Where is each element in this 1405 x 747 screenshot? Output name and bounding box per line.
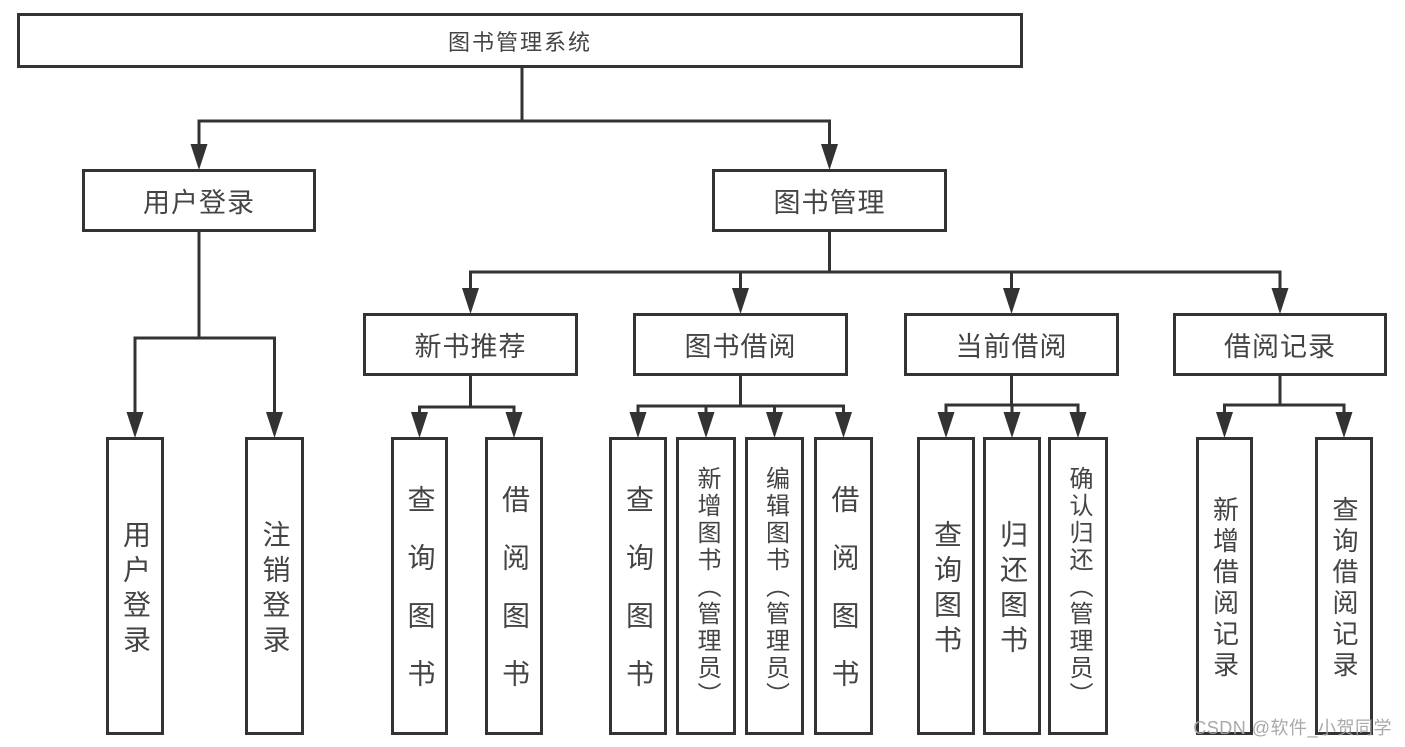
arrowhead-icon (766, 412, 783, 438)
tree-node-label: 图书管理系统 (447, 29, 592, 55)
tree-node-label: 图书借阅 (684, 332, 797, 362)
tree-node-user-login: 用户登录 (82, 169, 316, 232)
arrowhead-icon (1216, 412, 1233, 438)
tree-node-leaf-nb-query: 查询图书 (391, 437, 448, 735)
arrowhead-icon (1069, 412, 1087, 438)
tree-node-label: 图书管理 (773, 188, 886, 218)
tree-node-label: 借阅图书 (499, 485, 530, 717)
tree-node-label: 当前借阅 (955, 332, 1068, 362)
tree-node-leaf-cb-return: 归还图书 (983, 437, 1041, 735)
tree-node-new-book-rec: 新书推荐 (363, 313, 578, 376)
tree-node-label: 借阅记录 (1224, 332, 1336, 362)
arrowhead-icon (505, 412, 523, 438)
tree-node-label: 归还图书 (997, 519, 1028, 660)
tree-node-label: 新增借阅记录 (1209, 495, 1240, 682)
tree-node-system: 图书管理系统 (17, 13, 1023, 68)
tree-node-label: 编辑图书（管理员） (761, 466, 789, 709)
tree-node-leaf-cb-confirm: 确认归还（管理员） (1048, 437, 1108, 735)
tree-node-label: 新书推荐 (414, 332, 527, 362)
tree-node-leaf-bb-add: 新增图书（管理员） (676, 437, 736, 735)
arrowhead-icon (629, 412, 647, 438)
tree-node-label: 查询借阅记录 (1329, 495, 1359, 682)
arrowhead-icon (937, 412, 955, 438)
arrowhead-icon (732, 288, 749, 314)
arrowhead-icon (1335, 412, 1353, 438)
tree-node-borrow-records: 借阅记录 (1173, 313, 1387, 376)
tree-node-label: 注销登录 (259, 519, 291, 660)
tree-node-leaf-bb-borrow: 借阅图书 (814, 437, 873, 735)
arrowhead-icon (411, 412, 428, 438)
tree-node-leaf-rec-add: 新增借阅记录 (1196, 437, 1253, 735)
tree-node-leaf-nb-borrow: 借阅图书 (485, 437, 543, 735)
arrowhead-icon (697, 412, 715, 438)
arrowhead-icon (266, 412, 283, 438)
arrowhead-icon (835, 412, 852, 438)
tree-node-leaf-rec-query: 查询借阅记录 (1315, 437, 1373, 735)
tree-node-label: 新增图书（管理员） (693, 466, 720, 709)
arrowhead-icon (462, 288, 479, 314)
tree-node-label: 借阅图书 (828, 485, 860, 717)
arrowhead-icon (190, 144, 208, 170)
tree-node-label: 查询图书 (931, 519, 962, 660)
arrowhead-icon (126, 412, 144, 438)
tree-node-label: 用户登录 (143, 188, 255, 218)
tree-node-label: 确认归还（管理员） (1065, 466, 1092, 709)
tree-node-leaf-logout: 注销登录 (245, 437, 304, 735)
watermark: CSDN @软件_小贺同学 (1193, 718, 1392, 738)
tree-node-leaf-bb-edit: 编辑图书（管理员） (745, 437, 804, 735)
arrowhead-icon (1003, 288, 1020, 314)
arrowhead-icon (821, 144, 838, 170)
tree-node-current-borrow: 当前借阅 (904, 313, 1119, 376)
tree-node-label: 查询图书 (404, 485, 436, 717)
tree-node-book-borrow: 图书借阅 (633, 313, 848, 376)
tree-node-leaf-bb-query: 查询图书 (609, 437, 667, 735)
tree-node-leaf-user-login: 用户登录 (106, 437, 164, 735)
arrowhead-icon (1003, 412, 1021, 438)
tree-node-label: 查询图书 (623, 485, 654, 717)
arrowhead-icon (1271, 288, 1289, 314)
tree-node-label: 用户登录 (120, 519, 151, 660)
tree-node-leaf-cb-query: 查询图书 (917, 437, 975, 735)
tree-node-book-mgmt: 图书管理 (712, 169, 947, 232)
